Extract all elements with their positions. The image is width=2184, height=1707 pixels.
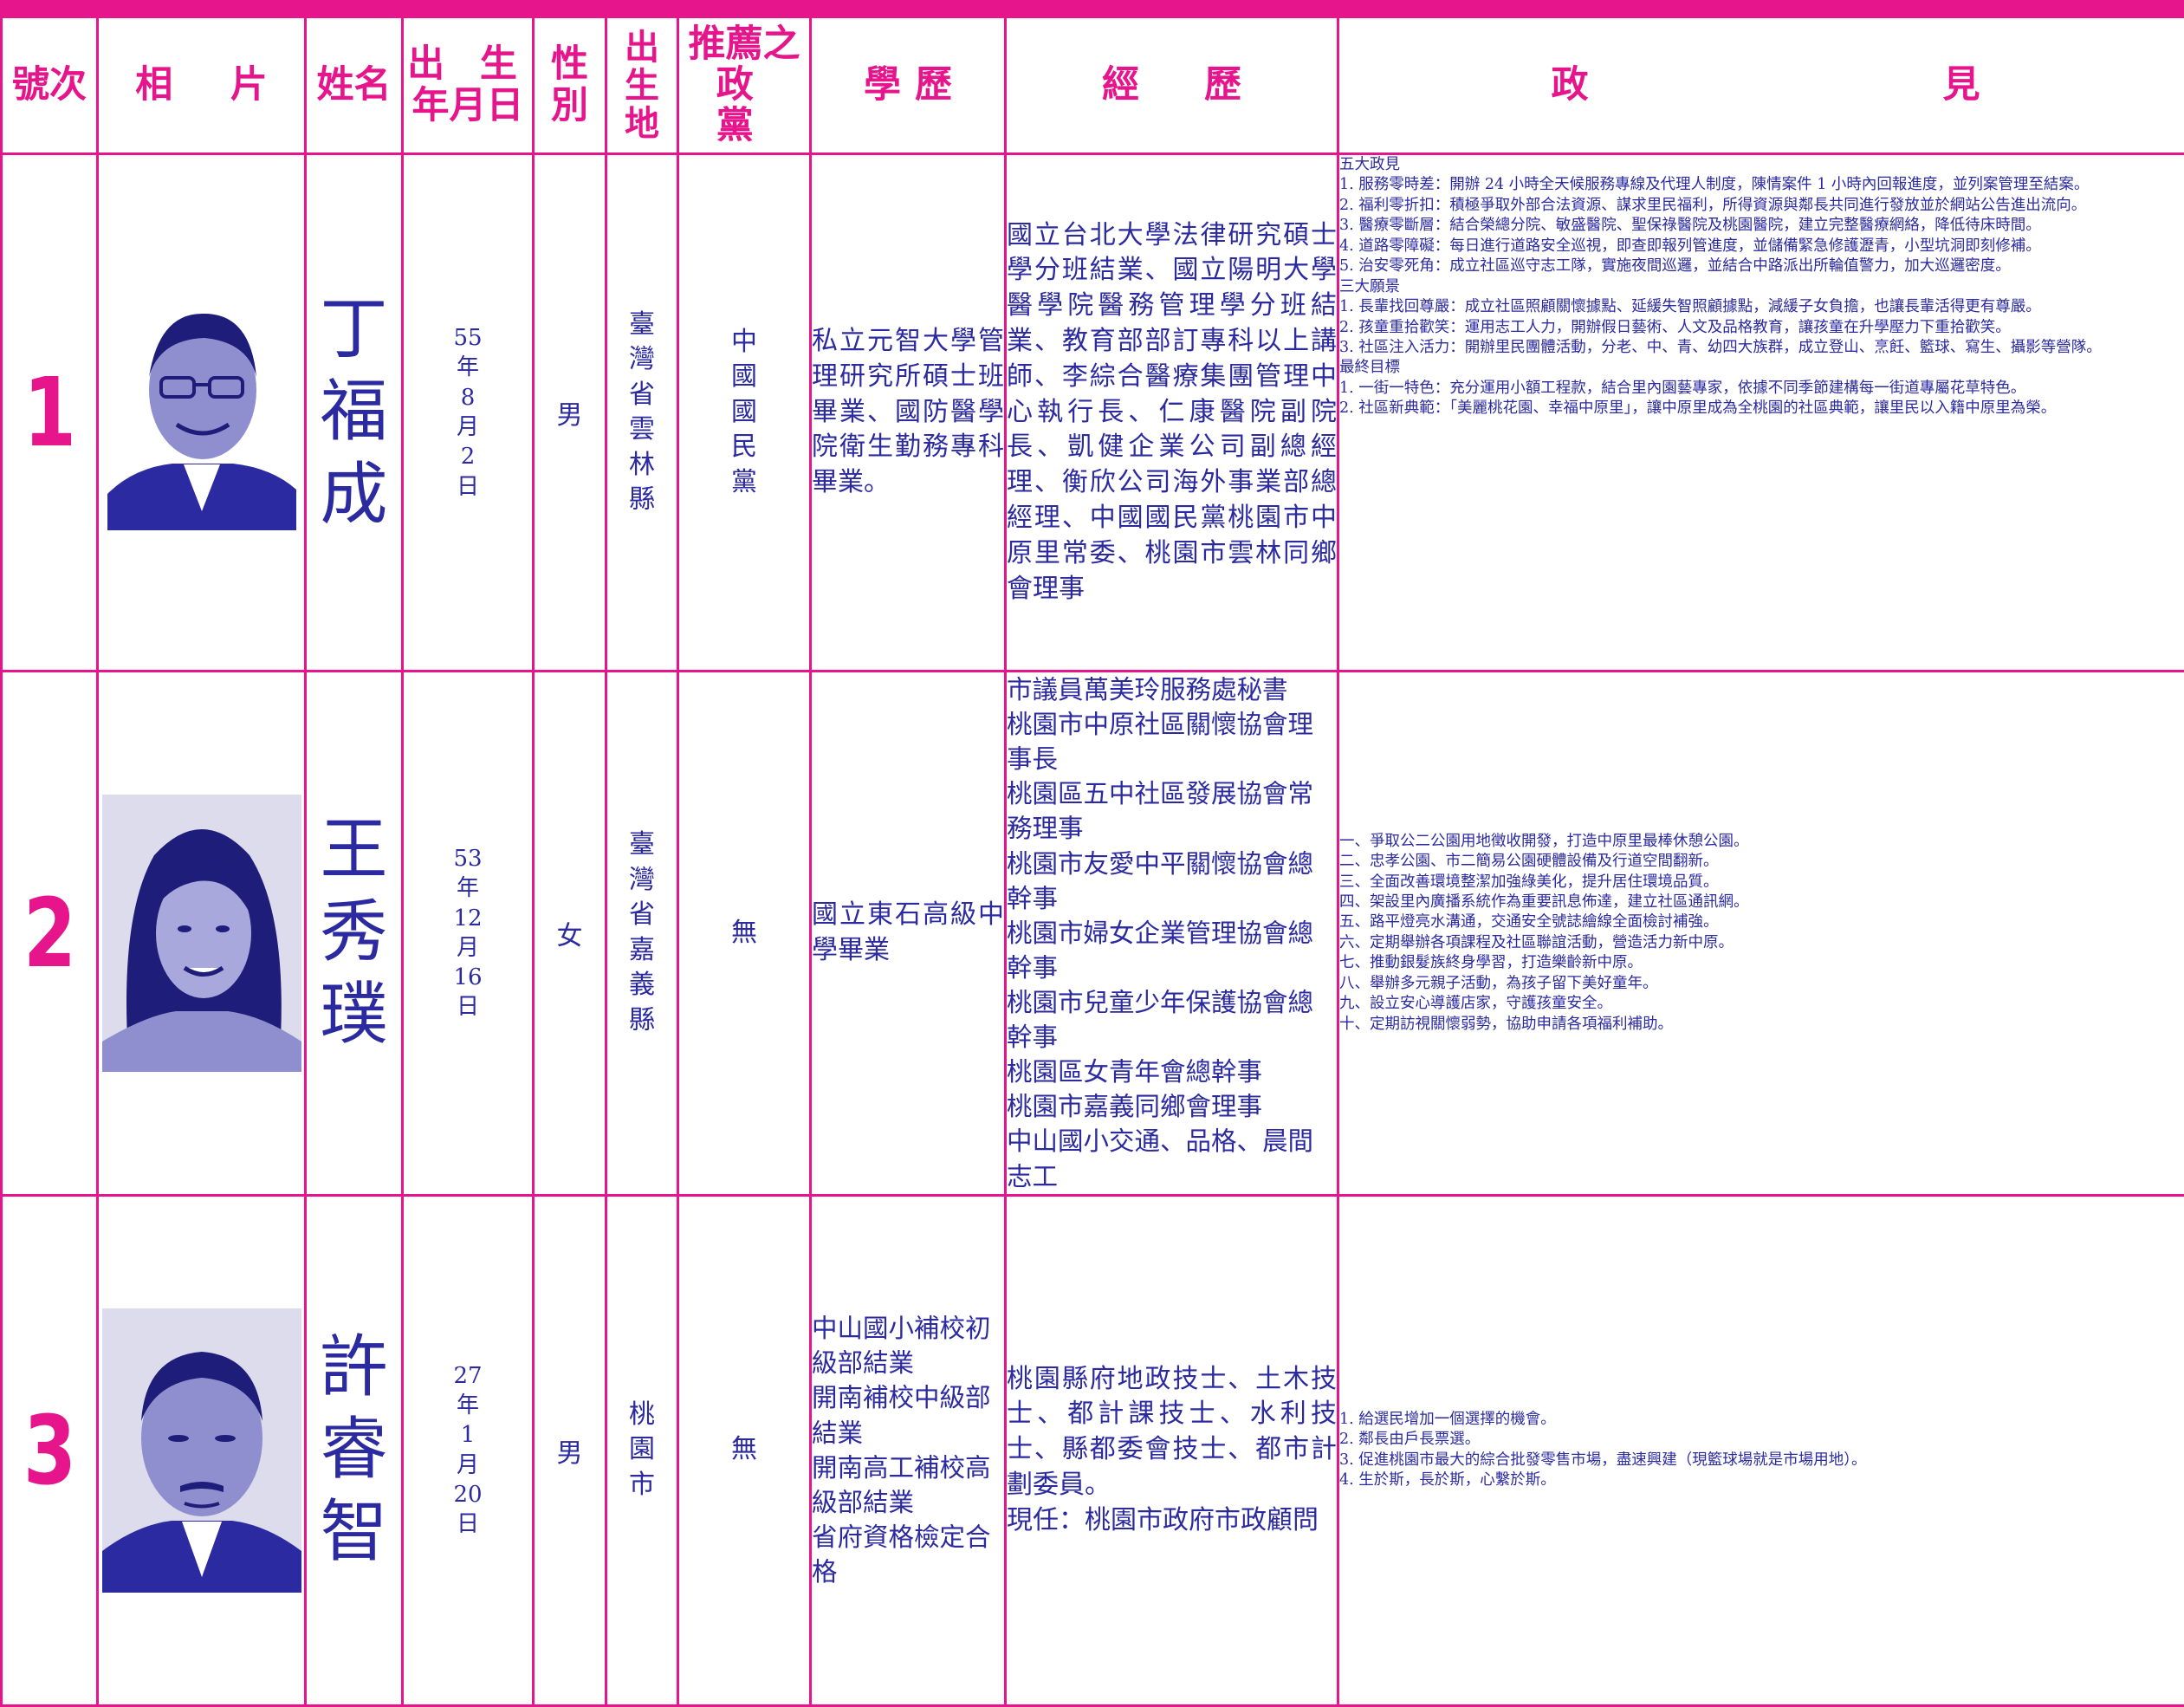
experience-line: 桃園區女青年會總幹事 (1007, 1055, 1337, 1089)
candidate-birthdate: 55 年 8 月 2 日 (403, 154, 534, 672)
candidate-sheet: 號次 相 片 姓名 出 生 年月日 性 別 出 生 地 推薦之 政 黨 學 歷 (0, 16, 2184, 1689)
politics-item: 3. 社區注入活力：開辦里民團體活動，分老、中、青、幼四大族群，成立登山、烹飪、… (1339, 338, 2184, 358)
candidate-experience: 桃園縣府地政技士、土木技士、都計課技士、水利技士、縣都委會技士、都市計劃委員。 … (1006, 1195, 1338, 1705)
education-line: 開南高工補校高級部結業 (812, 1451, 1004, 1520)
politics-item: 2. 鄰長由戶長票選。 (1339, 1430, 2184, 1450)
politics-item: 3. 促進桃園市最大的綜合批發零售市場，盡速興建（現籃球場就是市場用地）。 (1339, 1451, 2184, 1470)
candidate-name: 許 睿 智 (306, 1195, 403, 1705)
politics-item: 十、定期訪視關懷弱勢，協助申請各項福利補助。 (1339, 1015, 2184, 1035)
politics-heading: 三大願景 (1339, 277, 2184, 297)
candidate-party: 無 (678, 672, 811, 1196)
candidate-number: 1 (11, 154, 88, 672)
politics-item: 五、路平燈亮水溝通，交通安全號誌繪線全面檢討補強。 (1339, 912, 2184, 932)
candidate-politics: 五大政見 1. 服務零時差：開辦 24 小時全天候服務專線及代理人制度，陳情案件… (1338, 154, 2184, 672)
candidate-photo (98, 1195, 306, 1705)
candidate-name: 王 秀 璞 (306, 672, 403, 1196)
politics-item: 三、全面改善環境整潔加強綠美化，提升居住環境品質。 (1339, 873, 2184, 892)
education-line: 省府資格檢定合格 (812, 1520, 1004, 1589)
header-experience: 經 歷 (1006, 17, 1338, 154)
experience-line: 桃園縣府地政技士、土木技士、都計課技士、水利技士、縣都委會技士、都市計劃委員。 (1007, 1362, 1337, 1503)
candidate-birthplace: 桃 園 市 (606, 1195, 678, 1705)
politics-item: 一、爭取公二公園用地徵收開發，打造中原里最棒休憩公園。 (1339, 832, 2184, 852)
politics-item: 二、忠孝公園、市二簡易公園硬體設備及行道空間翻新。 (1339, 852, 2184, 872)
politics-heading: 最終目標 (1339, 358, 2184, 378)
table-row: 3 許 睿 智 27 年 1 月 20 日 (2, 1195, 2184, 1705)
experience-line: 桃園市中原社區關懷協會理事長 (1007, 707, 1337, 776)
table-row: 1 丁 福 成 55 年 8 月 2 日 (2, 154, 2184, 672)
politics-item: 5. 治安零死角：成立社區巡守志工隊，實施夜間巡邏，並結合中路派出所輪值警力，加… (1339, 256, 2184, 276)
experience-line: 桃園市嘉義同鄉會理事 (1007, 1089, 1337, 1124)
candidate-photo (98, 672, 306, 1196)
header-row: 號次 相 片 姓名 出 生 年月日 性 別 出 生 地 推薦之 政 黨 學 歷 (2, 17, 2184, 154)
politics-item: 九、設立安心導護店家，守護孩童安全。 (1339, 994, 2184, 1014)
header-birthdate: 出 生 年月日 (403, 17, 534, 154)
politics-item: 4. 生於斯，長於斯，心繫於斯。 (1339, 1470, 2184, 1490)
header-birthplace: 出 生 地 (606, 17, 678, 154)
politics-item: 四、架設里內廣播系統作為重要訊息佈達，建立社區通訊網。 (1339, 892, 2184, 912)
experience-line: 桃園市友愛中平關懷協會總幹事 (1007, 847, 1337, 916)
candidate-name: 丁 福 成 (306, 154, 403, 672)
header-education: 學 歷 (811, 17, 1006, 154)
politics-item: 1. 一街一特色：充分運用小額工程款，結合里內園藝專家，依據不同季節建構每一街道… (1339, 379, 2184, 399)
education-line: 中山國小補校初級部結業 (812, 1311, 1004, 1380)
politics-item: 3. 醫療零斷層：結合榮總分院、敏盛醫院、聖保祿醫院及桃園醫院，建立完整醫療網絡… (1339, 216, 2184, 236)
candidate-education: 中山國小補校初級部結業 開南補校中級部結業 開南高工補校高級部結業 省府資格檢定… (811, 1195, 1006, 1705)
candidate-gender: 男 (534, 1195, 606, 1705)
header-birthdate-line2: 年月日 (404, 86, 532, 127)
candidate-party: 無 (678, 1195, 811, 1705)
portrait-elderly-male-image (102, 1308, 301, 1593)
experience-line: 市議員萬美玲服務處秘書 (1007, 672, 1337, 707)
candidate-education: 私立元智大學管理研究所碩士班畢業、國防醫學院衛生勤務專科畢業。 (811, 154, 1006, 672)
politics-item: 1. 服務零時差：開辦 24 小時全天候服務專線及代理人制度，陳情案件 1 小時… (1339, 175, 2184, 195)
header-gender: 性 別 (534, 17, 606, 154)
candidate-table: 號次 相 片 姓名 出 生 年月日 性 別 出 生 地 推薦之 政 黨 學 歷 (0, 16, 2184, 1707)
candidate-birthplace: 臺 灣 省 嘉 義 縣 (606, 672, 678, 1196)
portrait-male-glasses-image (107, 295, 296, 530)
politics-item: 4. 道路零障礙：每日進行道路安全巡視，即查即報列管進度，並儲備緊急修護瀝青，小… (1339, 237, 2184, 256)
header-photo: 相 片 (98, 17, 306, 154)
header-name: 姓名 (306, 17, 403, 154)
header-party: 推薦之 政 黨 (678, 17, 811, 154)
header-politics: 政 見 (1338, 17, 2184, 154)
experience-line: 桃園市兒童少年保護協會總幹事 (1007, 985, 1337, 1055)
header-number: 號次 (2, 17, 98, 154)
candidate-birthplace: 臺 灣 省 雲 林 縣 (606, 154, 678, 672)
experience-line: 現任：桃園市政府市政顧問 (1007, 1503, 1337, 1539)
candidate-experience: 國立台北大學法律研究碩士學分班結業、國立陽明大學醫學院醫務管理學分班結業、教育部… (1006, 154, 1338, 672)
candidate-experience: 市議員萬美玲服務處秘書 桃園市中原社區關懷協會理事長 桃園區五中社區發展協會常務… (1006, 672, 1338, 1196)
politics-item: 八、舉辦多元親子活動，為孩子留下美好童年。 (1339, 974, 2184, 994)
politics-item: 1. 長輩找回尊嚴：成立社區照顧關懷據點、延緩失智照顧據點，減緩子女負擔，也讓長… (1339, 297, 2184, 317)
candidate-party: 中 國 國 民 黨 (678, 154, 811, 672)
candidate-number: 2 (11, 672, 88, 1196)
top-border-bar (0, 0, 2184, 16)
politics-item: 六、定期舉辦各項課程及社區聯誼活動，營造活力新中原。 (1339, 933, 2184, 953)
candidate-education: 國立東石高級中學畢業 (811, 672, 1006, 1196)
experience-line: 桃園市婦女企業管理協會總幹事 (1007, 916, 1337, 985)
portrait-female-image (102, 795, 301, 1072)
candidate-birthdate: 27 年 1 月 20 日 (403, 1195, 534, 1705)
experience-line: 桃園區五中社區發展協會常務理事 (1007, 776, 1337, 846)
candidate-gender: 男 (534, 154, 606, 672)
politics-item: 1. 給選民增加一個選擇的機會。 (1339, 1410, 2184, 1430)
table-row: 2 王 秀 璞 53 年 12 月 16 日 女 (2, 672, 2184, 1196)
header-birthdate-line1: 出 生 (404, 44, 532, 85)
politics-item: 2. 社區新典範：「美麗桃花園、幸福中原里」，讓中原里成為全桃園的社區典範，讓里… (1339, 399, 2184, 419)
candidate-politics: 1. 給選民增加一個選擇的機會。 2. 鄰長由戶長票選。 3. 促進桃園市最大的… (1338, 1195, 2184, 1705)
candidate-politics: 一、爭取公二公園用地徵收開發，打造中原里最棒休憩公園。 二、忠孝公園、市二簡易公… (1338, 672, 2184, 1196)
politics-item: 七、推動銀髮族終身學習，打造樂齡新中原。 (1339, 953, 2184, 973)
candidate-birthdate: 53 年 12 月 16 日 (403, 672, 534, 1196)
experience-line: 中山國小交通、品格、晨間志工 (1007, 1124, 1337, 1193)
candidate-photo (98, 154, 306, 672)
politics-item: 2. 福利零折扣：積極爭取外部合法資源、謀求里民福利，所得資源與鄰長共同進行發放… (1339, 196, 2184, 216)
candidate-number: 3 (11, 1195, 88, 1705)
politics-heading: 五大政見 (1339, 155, 2184, 175)
candidate-gender: 女 (534, 672, 606, 1196)
politics-item: 2. 孩童重拾歡笑：運用志工人力，開辦假日藝術、人文及品格教育，讓孩童在升學壓力… (1339, 318, 2184, 338)
education-line: 開南補校中級部結業 (812, 1380, 1004, 1450)
